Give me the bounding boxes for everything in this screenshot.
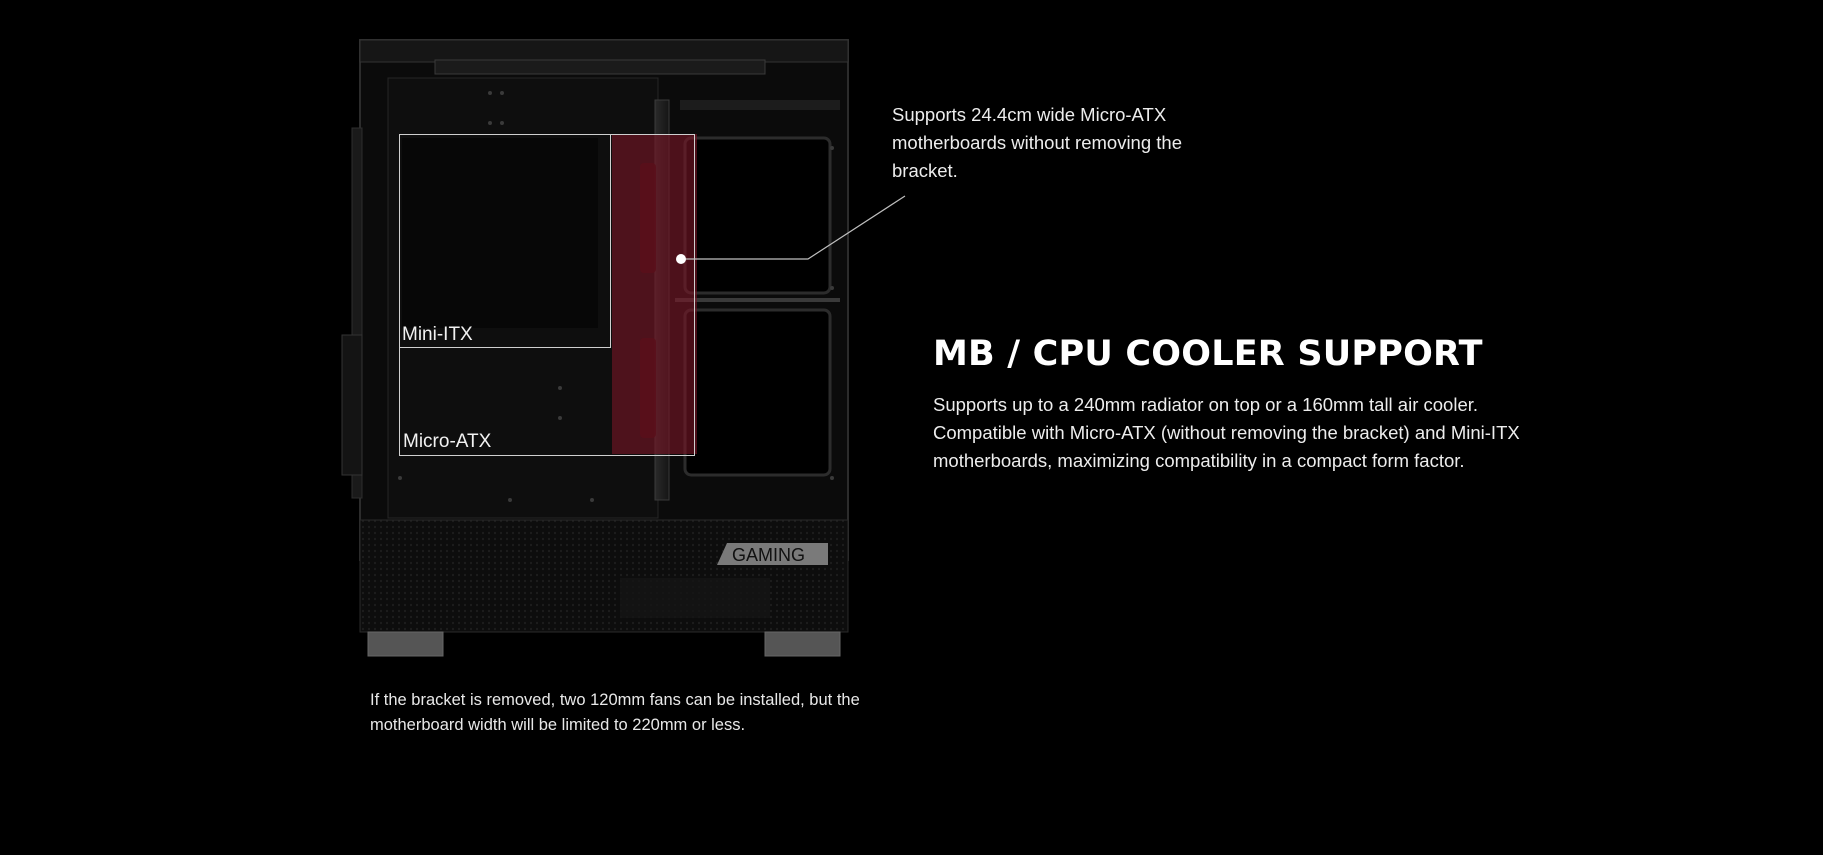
micro-atx-label: Micro-ATX (403, 431, 492, 452)
gaming-badge: GAMING (732, 545, 805, 565)
mini-itx-label: Mini-ITX (402, 324, 473, 345)
bracket-removal-note: If the bracket is removed, two 120mm fan… (370, 691, 860, 734)
feature-description: Supports up to a 240mm radiator on top o… (933, 394, 1520, 471)
feature-title: MB / CPU COOLER SUPPORT (933, 334, 1483, 374)
pc-case-illustration: GAMING (330, 38, 860, 668)
mini-itx-outline (399, 134, 611, 348)
bracket-callout-text: Supports 24.4cm wide Micro-ATX motherboa… (892, 104, 1182, 181)
